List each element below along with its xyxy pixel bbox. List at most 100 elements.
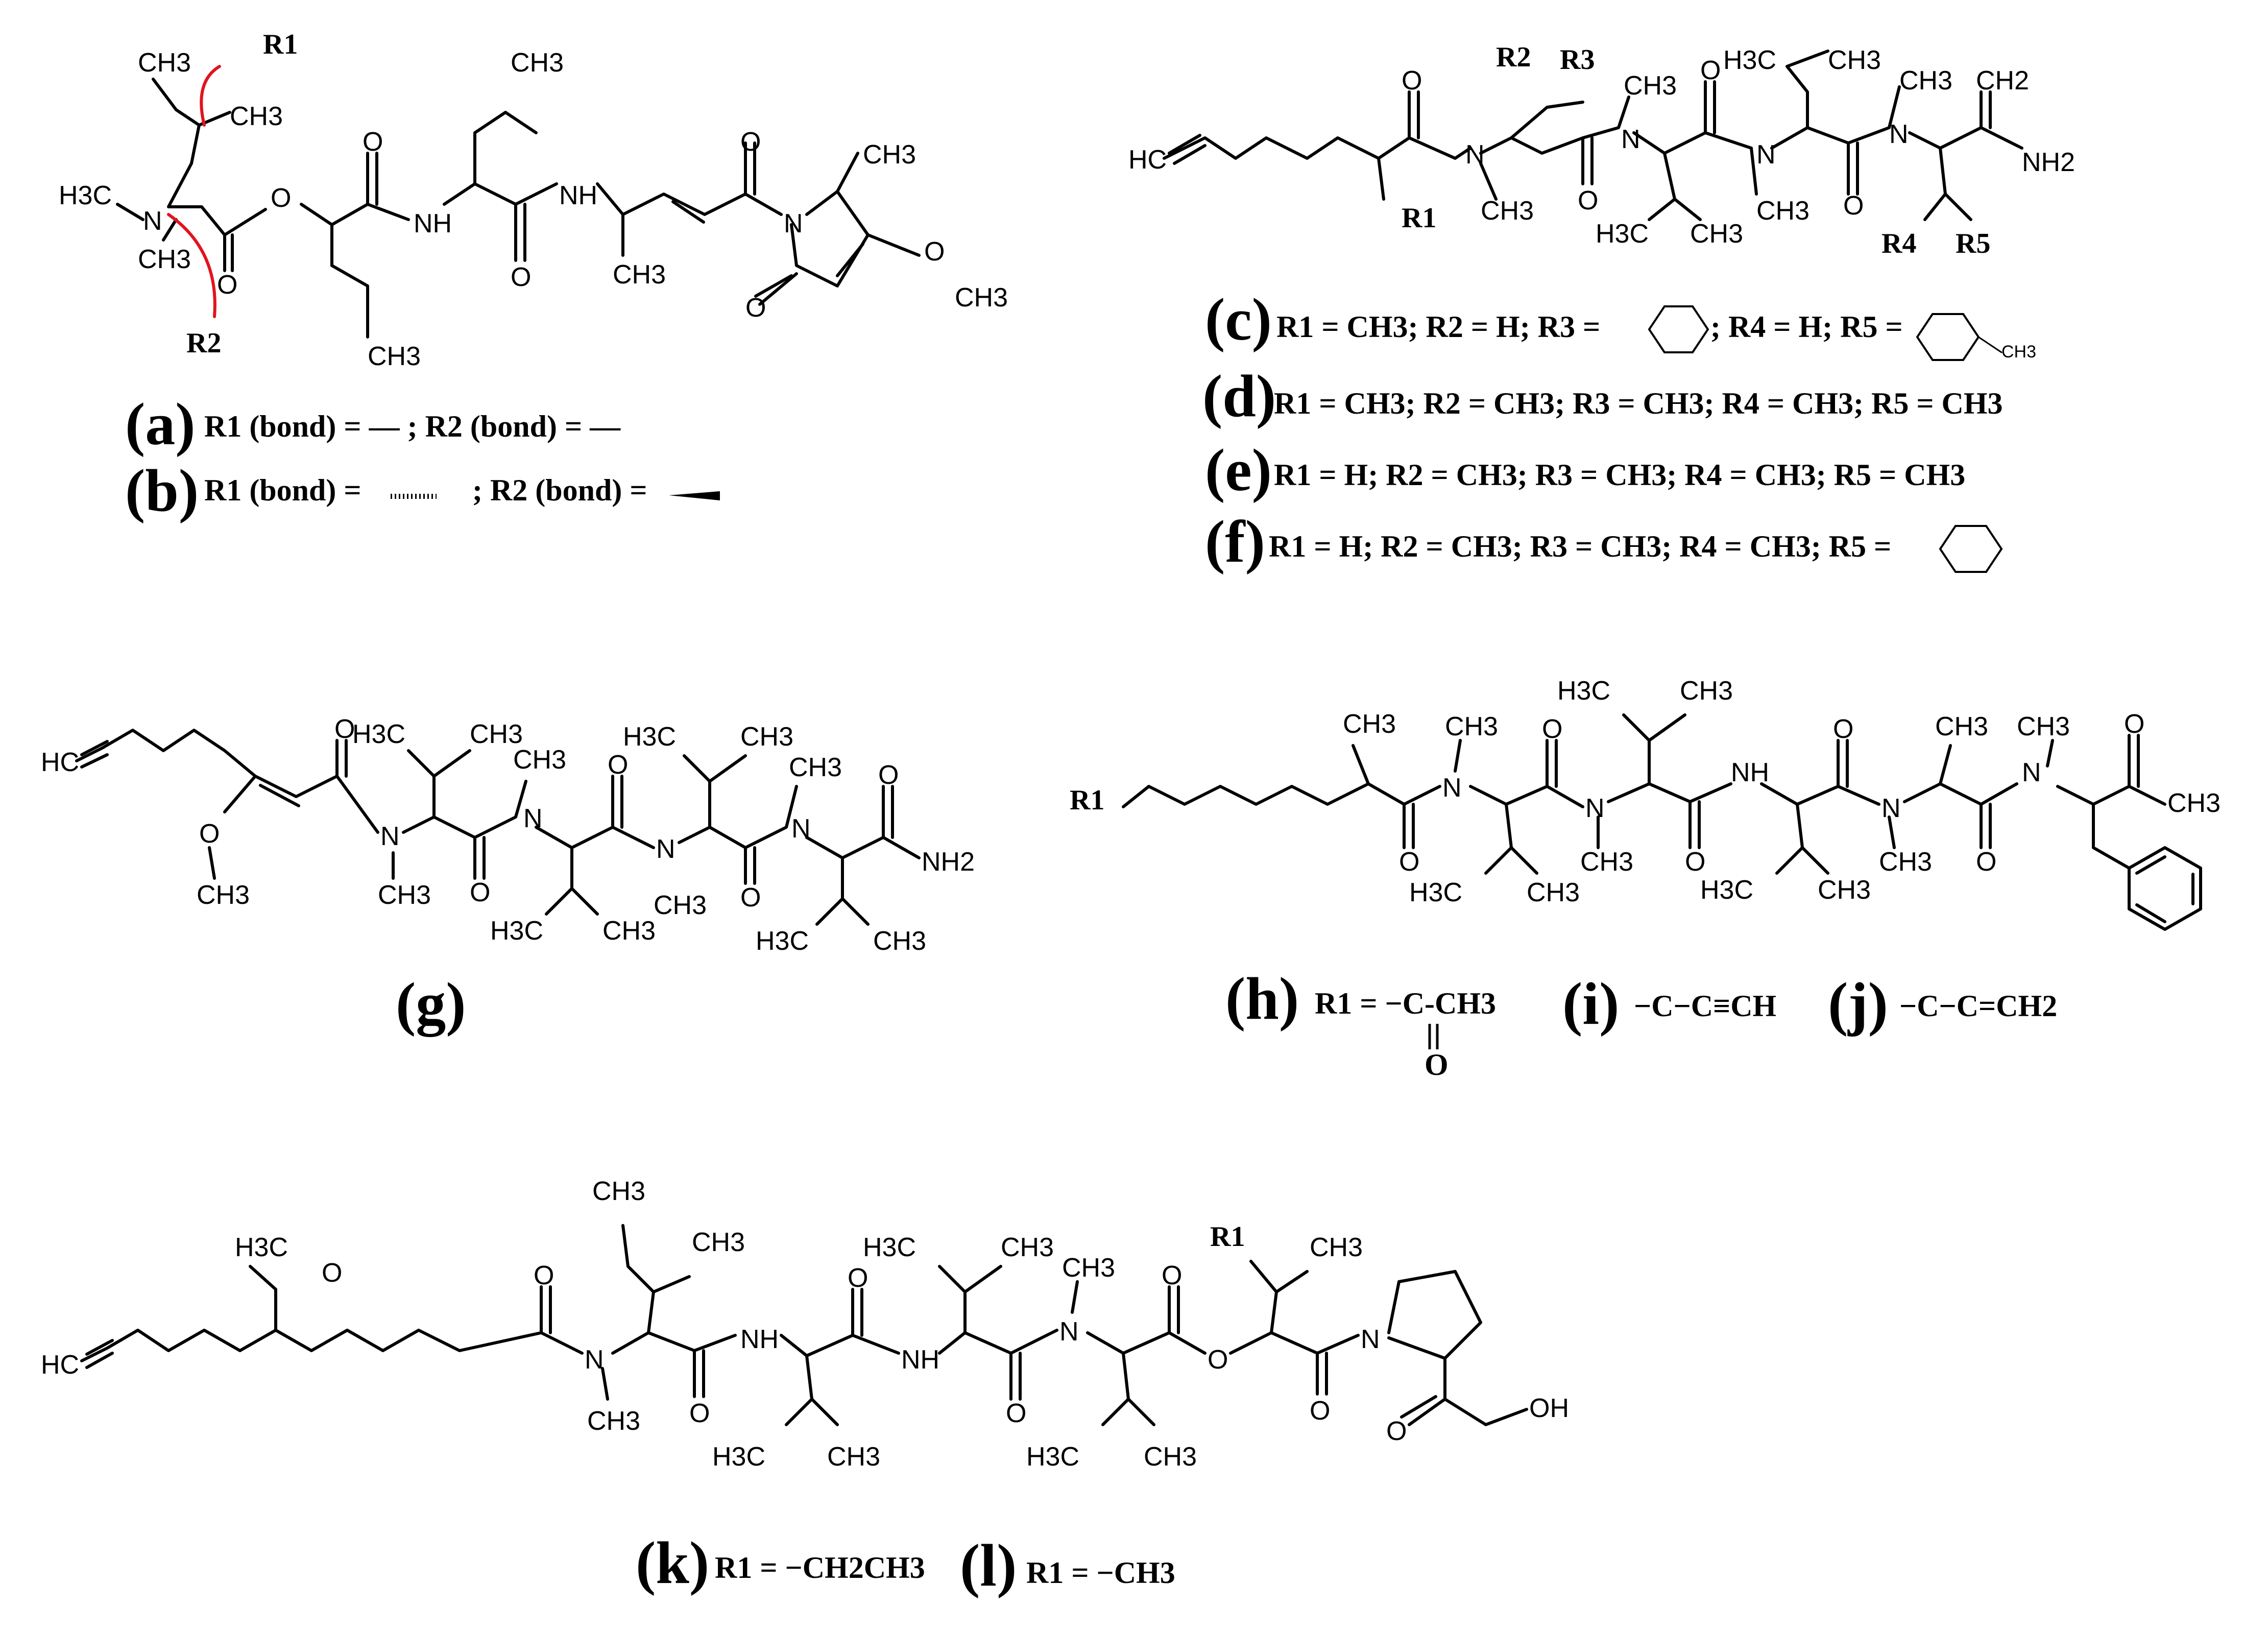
atom-label: N [2022, 758, 2041, 787]
atom-label: N [585, 1345, 604, 1375]
atom-label: O [608, 750, 628, 780]
atom-label: CH3 [740, 722, 793, 752]
caption-text: −C−C≡CH [1634, 989, 1776, 1023]
atom-label: CH3 [513, 745, 566, 775]
wedge-bond-symbol [669, 491, 720, 500]
atom-label: N [656, 834, 675, 864]
caption-text: R1 = CH3; R2 = H; R3 = [1276, 310, 1600, 344]
atom-label: CH2 [1976, 66, 2029, 95]
atom-label: O [1685, 847, 1705, 877]
r5-label: R5 [1956, 228, 1990, 259]
atom-label: CH3 [368, 342, 421, 371]
caption-e: (e) R1 = H; R2 = CH3; R3 = CH3; R4 = CH3… [1205, 437, 1965, 503]
atom-label: O [363, 127, 383, 157]
atom-label: H3C [1557, 676, 1610, 706]
atom-label: N [523, 804, 543, 833]
atom-label: CH3 [1001, 1233, 1054, 1262]
caption-letter: (h) [1225, 965, 1299, 1032]
atom-label: N [1465, 140, 1485, 170]
atom-label: O [1386, 1416, 1407, 1446]
atom-label: CH3 [1879, 847, 1932, 877]
caption-letter: (d) [1202, 363, 1276, 429]
atom-label: NH [740, 1325, 779, 1354]
atom-label: O [511, 262, 531, 292]
caption-text: R1 = CH3; R2 = CH3; R3 = CH3; R4 = CH3; … [1274, 387, 2003, 420]
atom-label: OH [1529, 1394, 1569, 1423]
atom-label: N [1361, 1325, 1380, 1354]
atom-label: HC [1128, 145, 1167, 175]
atom-label: O [534, 1261, 554, 1290]
atom-label: CH3 [2001, 342, 2036, 362]
atom-label: N [791, 814, 811, 844]
caption-letter: (c) [1205, 286, 1272, 353]
atom-label: CH3 [1624, 71, 1677, 101]
atom-label: O [1399, 847, 1419, 877]
atom-label: CH3 [2167, 788, 2221, 818]
caption-letter: (l) [960, 1532, 1017, 1599]
caption-text: R1 = H; R2 = CH3; R3 = CH3; R4 = CH3; R5… [1274, 458, 1965, 492]
caption-letter: (f) [1205, 508, 1265, 575]
caption-f: (f) R1 = H; R2 = CH3; R3 = CH3; R4 = CH3… [1205, 508, 2003, 575]
atom-label: CH3 [863, 140, 916, 170]
caption-a: (a) R1 (bond) = — ; R2 (bond) = — [125, 391, 621, 458]
caption-letter: (e) [1205, 437, 1272, 503]
caption-text: R1 = −C-CH3 [1315, 987, 1496, 1020]
atom-label: CH3 [692, 1228, 745, 1257]
caption-text: R1 = −CH2CH3 [715, 1551, 925, 1584]
atom-label: O [848, 1263, 868, 1293]
atom-label: CH3 [613, 260, 666, 290]
atom-label: O [740, 883, 761, 912]
r3-label: R3 [1560, 44, 1595, 76]
atom-label: CH3 [654, 891, 707, 920]
atom-label: N [380, 822, 400, 851]
atom-label: CH3 [1580, 847, 1633, 877]
atom-label: O [334, 714, 355, 744]
caption-i: (i) −C−C≡CH [1562, 970, 1776, 1037]
atom-label: N [1889, 119, 1909, 149]
atom-label: O [1578, 186, 1598, 215]
atom-label: H3C [59, 181, 112, 210]
atom-label: N [1881, 794, 1901, 823]
caption-h: (h) R1 = −C-CH3 O [1225, 965, 1496, 1082]
atom-label: N [784, 209, 803, 238]
atom-label: CH3 [1818, 875, 1871, 905]
atom-label: CH3 [1828, 45, 1881, 75]
atom-label: N [1059, 1317, 1079, 1347]
atom-label: H3C [623, 722, 676, 752]
structure-k-l: HC H3C O O N CH3 CH3 CH3 O NH H3C CH3 O … [41, 1176, 1569, 1472]
atom-label: O [322, 1258, 342, 1288]
atom-label: O [1976, 847, 1996, 877]
atom-label: O [2124, 709, 2144, 739]
caption-letter: (b) [125, 457, 199, 524]
atom-label: O [745, 293, 766, 323]
atom-label: O [1162, 1261, 1182, 1290]
atom-label: CH3 [873, 926, 926, 956]
atom-label: H3C [756, 926, 809, 956]
atom-label: NH [901, 1345, 939, 1375]
atom-label: CH3 [197, 880, 250, 910]
atom-label: H3C [712, 1442, 765, 1472]
atom-label: N [143, 206, 162, 236]
atom-label: NH [1731, 758, 1769, 787]
atom-label: O [1843, 191, 1864, 221]
atom-label: CH3 [1690, 219, 1743, 249]
atom-label: O [740, 127, 761, 157]
atom-label: H3C [235, 1233, 288, 1262]
caption-text: R1 (bond) = [204, 473, 361, 507]
structure-c-f: HC N CH3 O N CH3 O N CH3 O H3C CH3 H3C C… [1128, 41, 2075, 259]
atom-label: CH3 [955, 283, 1008, 313]
caption-text: ; R2 (bond) = [472, 473, 647, 507]
atom-label: CH3 [789, 753, 842, 782]
atom-label: H3C [1026, 1442, 1079, 1472]
atom-label: H3C [1409, 878, 1462, 907]
atom-label: CH3 [1680, 676, 1733, 706]
atom-label: H3C [863, 1233, 916, 1262]
atom-label: O [1542, 714, 1562, 744]
atom-label: O [271, 183, 291, 213]
atom-label: H3C [352, 719, 405, 749]
atom-label: N [1442, 773, 1462, 803]
atom-label: HC [41, 748, 79, 777]
atom-label: O [199, 819, 220, 849]
atom-label: O [1310, 1396, 1330, 1426]
